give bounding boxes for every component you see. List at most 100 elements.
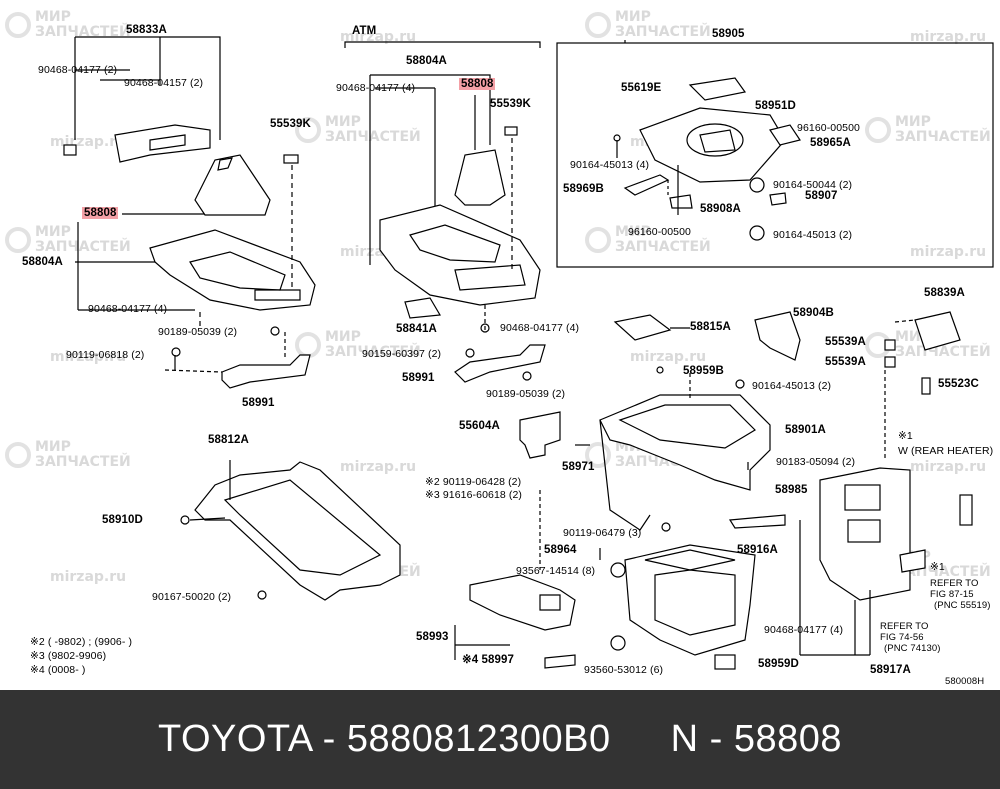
label-58969B: 58969B — [563, 183, 604, 195]
label-rear-heater: W (REAR HEATER) — [898, 445, 994, 457]
label-55539A-2: 55539A — [825, 356, 866, 368]
watermark: mirzap.ru — [910, 459, 987, 475]
atm-bracket — [344, 41, 541, 48]
label-58917A: 58917A — [870, 664, 911, 676]
label-58993: 58993 — [416, 631, 449, 643]
label-96160-00500-b: 96160-00500 — [628, 226, 691, 238]
label-90468-04177-2: 90468-04177 (2) — [38, 64, 118, 76]
watermark: mirzap.ru — [50, 349, 127, 365]
label-fig-74-56: FIG 74-56 — [880, 632, 924, 643]
label-58991-mid: 58991 — [402, 372, 435, 384]
label-55604A: 55604A — [459, 420, 500, 432]
label-55523C: 55523C — [938, 378, 979, 390]
watermark-logo-icon — [5, 12, 31, 38]
part-number-footer: TOYOTA - 5880812300B0 N - 58808 — [0, 690, 1000, 789]
label-55539K-left: 55539K — [270, 118, 311, 130]
label-58991-left: 58991 — [242, 397, 275, 409]
label-90189-05039-2-mid: 90189-05039 (2) — [486, 388, 566, 400]
label-90164-50044-2: 90164-50044 (2) — [773, 179, 853, 191]
group-box-58905 — [556, 42, 994, 268]
label-58904B: 58904B — [793, 307, 834, 319]
label-x1-a: ※1 — [898, 430, 913, 442]
watermark-logo-icon — [585, 227, 611, 253]
label-58951D: 58951D — [755, 100, 796, 112]
footer-part-number: TOYOTA - 5880812300B0 — [157, 718, 611, 760]
watermark-logo-icon — [585, 12, 611, 38]
label-90468-04157-2: 90468-04157 (2) — [124, 77, 204, 89]
watermark-logo-icon — [5, 442, 31, 468]
label-90164-45013-2-s: 90164-45013 (2) — [773, 229, 853, 241]
label-58965A: 58965A — [810, 137, 851, 149]
watermark: mirzap.ru — [340, 459, 417, 475]
label-refer-74-56: REFER TO — [880, 621, 929, 632]
label-58959D: 58959D — [758, 658, 799, 670]
label-90119-06479-3: 90119-06479 (3) — [563, 527, 642, 539]
label-55619E: 55619E — [621, 82, 662, 94]
label-96160-00500-a: 96160-00500 — [797, 122, 860, 134]
label-x1-b: ※1 — [930, 561, 945, 573]
label-90164-45013-4: 90164-45013 (4) — [570, 159, 650, 171]
label-x4-58997: ※4 58997 — [462, 654, 515, 666]
watermark-logo-icon — [585, 442, 611, 468]
label-58804A-mid: 58804A — [406, 55, 447, 67]
watermark: mirzap.ru — [50, 569, 127, 585]
watermark-logo-icon — [295, 117, 321, 143]
label-fig-87-15: FIG 87-15 — [930, 589, 974, 600]
watermark: mirzap.ru — [910, 29, 987, 45]
label-58964: 58964 — [544, 544, 577, 556]
label-pnc-55519: (PNC 55519) — [934, 600, 991, 611]
label-90164-45013-2: 90164-45013 (2) — [752, 380, 832, 392]
label-58916A: 58916A — [737, 544, 778, 556]
label-90189-05039-2-left: 90189-05039 (2) — [158, 326, 238, 338]
label-58833A: 58833A — [126, 24, 167, 36]
label-90468-04177-4-right: 90468-04177 (4) — [764, 624, 844, 636]
label-58841A: 58841A — [396, 323, 437, 335]
watermark: mirzap.ru — [340, 29, 417, 45]
label-58812A: 58812A — [208, 434, 249, 446]
note-x4: ※4 (0008- ) — [30, 664, 86, 676]
label-93567-14514: 93567-14514 (8) — [516, 565, 596, 577]
label-90468-04177-4-mid: 90468-04177 (4) — [336, 82, 416, 94]
label-58905: 58905 — [712, 28, 745, 40]
watermark: mirzap.ru — [910, 244, 987, 260]
label-pnc-74130: (PNC 74130) — [884, 643, 941, 654]
label-58839A: 58839A — [924, 287, 965, 299]
label-58808-mid: 58808 — [459, 78, 496, 90]
label-58985: 58985 — [775, 484, 808, 496]
label-58901A: 58901A — [785, 424, 826, 436]
label-55539K-mid: 55539K — [490, 98, 531, 110]
label-x2-90119: ※2 90119-06428 (2) — [425, 476, 522, 488]
label-58804A-left: 58804A — [22, 256, 63, 268]
label-93560-53012-6: 93560-53012 (6) — [584, 664, 664, 676]
label-x3-91616: ※3 91616-60618 (2) — [425, 489, 522, 501]
label-atm: ATM — [352, 25, 377, 37]
figure-code: 580008H — [945, 676, 985, 687]
label-58808-left: 58808 — [82, 207, 119, 219]
label-90468-04177-4-mid2: 90468-04177 (4) — [500, 322, 580, 334]
note-x2: ※2 ( -9802) ; (9906- ) — [30, 636, 133, 648]
label-55539A-1: 55539A — [825, 336, 866, 348]
watermark-logo-icon — [865, 117, 891, 143]
watermark: mirzap.ru — [630, 349, 707, 365]
label-58971: 58971 — [562, 461, 595, 473]
label-58959B: 58959B — [683, 365, 724, 377]
label-90159-60397-2: 90159-60397 (2) — [362, 348, 442, 360]
footer-pnc: N - 58808 — [670, 718, 843, 760]
diagram-drawing — [63, 36, 994, 670]
label-90119-06818-2: 90119-06818 (2) — [66, 349, 145, 361]
label-58910D: 58910D — [102, 514, 143, 526]
watermark-logo-icon — [5, 227, 31, 253]
label-58908A: 58908A — [700, 203, 741, 215]
label-58815A: 58815A — [690, 321, 731, 333]
label-refer-87-15: REFER TO — [930, 578, 979, 589]
label-90468-04177-4-left: 90468-04177 (4) — [88, 303, 168, 315]
